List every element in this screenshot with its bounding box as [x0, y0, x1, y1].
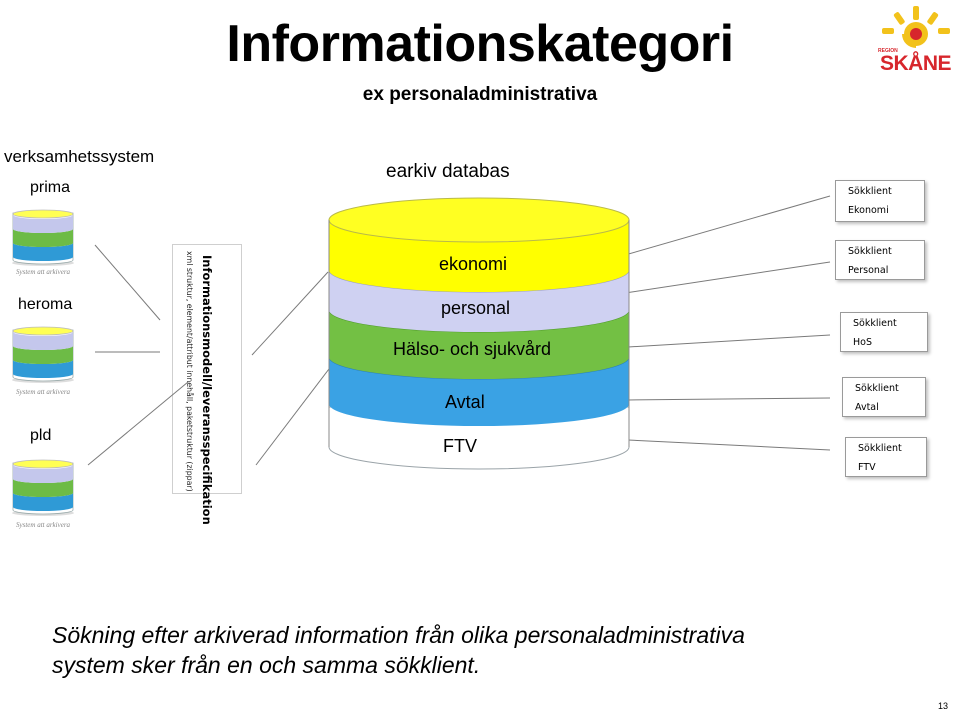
database-icon — [10, 205, 76, 272]
search-client-category: Avtal — [855, 402, 879, 413]
system-label-pld: pld — [30, 427, 52, 444]
search-client-avtal[interactable]: Sökklient Avtal — [842, 377, 926, 417]
footer-line-1: Sökning efter arkiverad information från… — [52, 622, 745, 648]
page-title: Informationskategori — [226, 15, 734, 73]
layer-label-personal: personal — [441, 298, 511, 318]
connector-archive-ekonomi — [624, 195, 831, 256]
search-client-ekonomi[interactable]: Sökklient Ekonomi — [835, 180, 925, 222]
system-label-heroma: heroma — [18, 296, 73, 313]
search-client-category: FTV — [858, 462, 876, 473]
connector-archive-personal — [624, 261, 831, 294]
sun-icon — [882, 6, 950, 48]
page-subtitle: ex personaladministrativa — [362, 84, 598, 105]
logo-name-text: SKÅNE — [880, 52, 952, 75]
archive-label: earkiv databas — [386, 161, 510, 182]
connector-panel-archive-2 — [255, 364, 333, 466]
connector-prima-panel — [94, 244, 161, 321]
info-spec-panel: Informationsmodell/leveransspecifikation… — [172, 244, 242, 525]
layer-label-hos: Hälso- och sjukvård — [393, 339, 552, 359]
connector-panel-archive-1 — [251, 271, 329, 356]
search-client-category: HoS — [853, 337, 872, 348]
connector-archive-ftv — [627, 439, 831, 451]
search-client-label: Sökklient — [858, 443, 902, 454]
layer-label-ekonomi: ekonomi — [439, 254, 508, 274]
connector-pld-panel — [87, 381, 189, 466]
system-caption: System att arkivera — [16, 521, 71, 529]
footer-line-2: system sker från en och samma sökklient. — [52, 652, 481, 678]
layer-label-ftv: FTV — [443, 436, 477, 456]
system-caption: System att arkivera — [16, 268, 71, 276]
search-client-hos[interactable]: Sökklient HoS — [840, 312, 928, 352]
search-client-label: Sökklient — [848, 246, 892, 257]
archive-database-icon — [328, 197, 630, 470]
search-client-personal[interactable]: Sökklient Personal — [835, 240, 925, 280]
logo-region-text: REGION — [878, 48, 898, 54]
footer-caption: Sökning efter arkiverad information från… — [52, 620, 872, 680]
region-skane-logo: REGION SKÅNE — [876, 4, 956, 75]
search-client-category: Personal — [848, 265, 889, 276]
database-icon — [10, 455, 76, 522]
page-number: 13 — [938, 701, 949, 711]
search-client-ftv[interactable]: Sökklient FTV — [845, 437, 927, 477]
system-label-prima: prima — [30, 179, 71, 196]
search-client-label: Sökklient — [855, 383, 899, 394]
connector-archive-hos — [627, 334, 831, 348]
connector-archive-avtal — [627, 397, 831, 401]
systems-header: verksamhetssystem — [4, 147, 155, 166]
layer-label-avtal: Avtal — [445, 392, 485, 412]
search-client-category: Ekonomi — [848, 205, 889, 216]
search-client-label: Sökklient — [848, 186, 892, 197]
search-client-label: Sökklient — [853, 318, 897, 329]
database-icon — [10, 322, 76, 389]
system-caption: System att arkivera — [16, 388, 71, 396]
